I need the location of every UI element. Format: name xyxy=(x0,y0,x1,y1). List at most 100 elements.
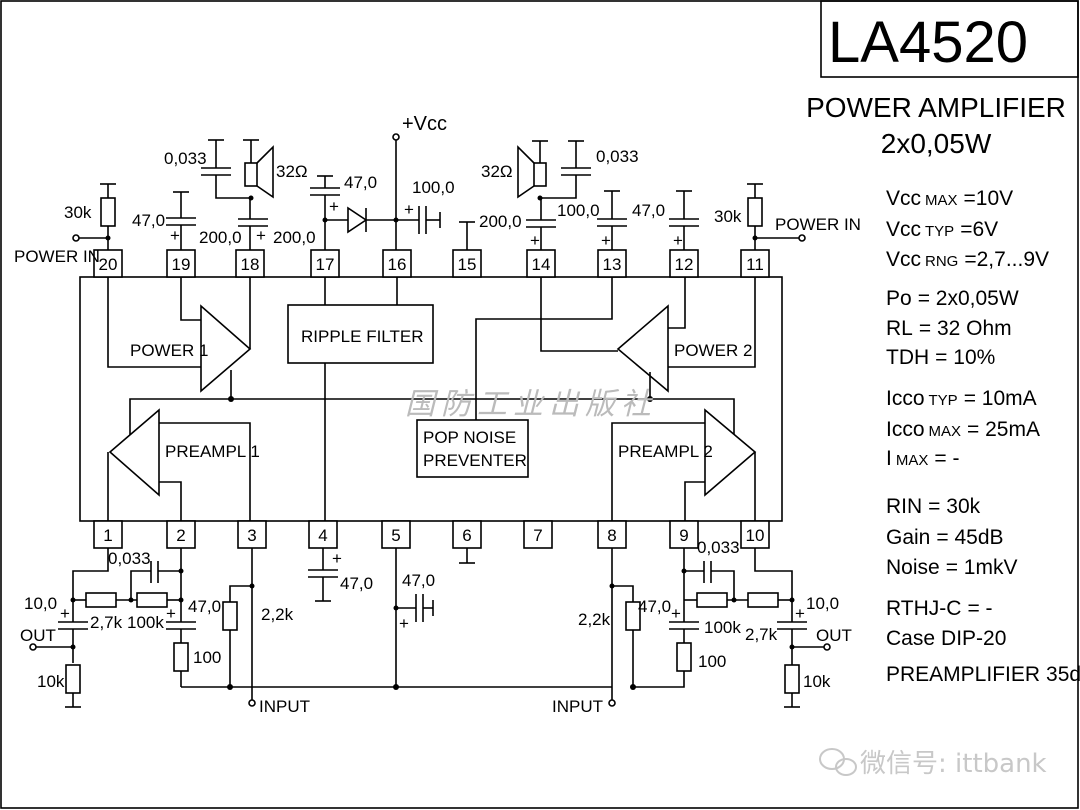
vcc-label: +Vcc xyxy=(402,113,447,135)
power2-amp-triangle xyxy=(616,304,669,393)
pin-number: 18 xyxy=(241,255,260,274)
spec-name: RIN xyxy=(886,495,922,518)
input-left-label: INPUT xyxy=(259,697,310,716)
pin-number: 2 xyxy=(176,526,185,545)
pin-box xyxy=(93,520,123,549)
publisher-watermark: 国防工业出版社 xyxy=(405,387,657,422)
internal-wiring xyxy=(107,277,757,521)
spec-name: Case xyxy=(886,627,935,650)
c-0033-topright-label: 0,033 xyxy=(596,147,639,166)
resistor-100k-left xyxy=(136,592,168,608)
pin-box xyxy=(93,249,123,278)
polarity-marks-bottom: + + + + + + xyxy=(60,549,805,633)
svg-text:+: + xyxy=(399,614,409,633)
r-100k-left-label: 100k xyxy=(127,613,164,632)
spec-name: PREAMPLIFIER xyxy=(886,663,1040,686)
spec-line: Case DIP-20 xyxy=(886,627,1006,650)
power-in-right-label: POWER IN xyxy=(775,215,861,234)
resistor-100k-right xyxy=(696,592,728,608)
resistor-10k-right xyxy=(784,664,800,694)
r-100k-right-label: 100k xyxy=(704,618,741,637)
spec-value: = 30k xyxy=(928,495,980,518)
c-100-pin16-label: 100,0 xyxy=(412,178,455,197)
polarity-marks-top: + + + + + + + xyxy=(170,197,683,250)
pin-number: 3 xyxy=(247,526,256,545)
c-47-pin19-label: 47,0 xyxy=(132,211,165,230)
ripple-filter-block xyxy=(287,304,434,364)
pin-box xyxy=(308,520,338,549)
pin-number: 5 xyxy=(391,526,400,545)
spec-name: TDH xyxy=(886,346,929,369)
resistor-100-left xyxy=(173,642,189,672)
pin-box xyxy=(526,249,556,278)
c-200-pin14-label: 200,0 xyxy=(479,212,522,231)
spec-subscript: MAX xyxy=(925,192,958,209)
svg-text:+: + xyxy=(329,197,339,216)
pin-number: 17 xyxy=(316,255,335,274)
r-2k2-left-label: 2,2k xyxy=(261,605,294,624)
subtitle-line1: POWER AMPLIFIER xyxy=(806,92,1066,123)
c-10-right-label: 10,0 xyxy=(806,594,839,613)
spec-subscript: MAX xyxy=(929,423,962,440)
pin-number: 6 xyxy=(462,526,471,545)
r-100-right-label: 100 xyxy=(698,652,726,671)
pin-number: 19 xyxy=(172,255,191,274)
spec-name: Icco xyxy=(886,387,925,410)
spec-value: = 32 Ohm xyxy=(919,317,1012,340)
pin-number: 13 xyxy=(603,255,622,274)
spec-name: Po xyxy=(886,287,912,310)
preamp1-amp-triangle xyxy=(108,408,160,497)
spec-value: = 10mA xyxy=(964,387,1037,410)
r-30k-left-label: 30k xyxy=(64,203,92,222)
c-100-pin13-label: 100,0 xyxy=(557,201,600,220)
resistor-10k-left xyxy=(65,664,81,694)
resistor-2k7-left xyxy=(85,592,117,608)
svg-text:+: + xyxy=(60,604,70,623)
spec-value: = 25mA xyxy=(967,418,1040,441)
c-47-pin17-label: 47,0 xyxy=(344,173,377,192)
spec-value: = 45dB xyxy=(936,526,1003,549)
c-47-pin12-label: 47,0 xyxy=(632,201,665,220)
pin-box xyxy=(523,520,553,549)
r-100-left-label: 100 xyxy=(193,648,221,667)
spec-subscript: RNG xyxy=(925,253,958,270)
wechat-logo-icon xyxy=(819,748,857,776)
input-right-label: INPUT xyxy=(552,697,603,716)
pop-noise-block xyxy=(416,419,529,478)
spec-line: RIN = 30k xyxy=(886,495,981,518)
r-10k-left-label: 10k xyxy=(37,672,65,691)
svg-text:+: + xyxy=(795,604,805,623)
c-47-pin9-label: 47,0 xyxy=(638,597,671,616)
c-47-pin4-label: 47,0 xyxy=(340,574,373,593)
wechat-watermark: 微信号: ittbank xyxy=(860,749,1047,779)
resistor-2k7-right xyxy=(747,592,779,608)
spk-right-label: 32Ω xyxy=(481,162,513,181)
power1-amp-triangle xyxy=(200,304,252,393)
svg-text:+: + xyxy=(673,231,683,250)
chip-title: LA4520 xyxy=(828,10,1028,75)
spec-value: =2,7...9V xyxy=(964,248,1049,271)
out-right-label: OUT xyxy=(816,626,852,645)
pop-noise-label-2: PREVENTER xyxy=(423,451,527,470)
svg-text:+: + xyxy=(166,604,176,623)
spec-value: 35dB xyxy=(1046,663,1080,686)
c-10-left-label: 10,0 xyxy=(24,594,57,613)
ic-body xyxy=(79,276,783,522)
r-2k7-right-label: 2,7k xyxy=(745,625,778,644)
spk-left-label: 32Ω xyxy=(276,162,308,181)
spec-name: RL xyxy=(886,317,913,340)
power2-label: POWER 2 xyxy=(674,341,752,360)
spec-subscript: TYP xyxy=(925,223,954,240)
r-30k-right-label: 30k xyxy=(714,207,742,226)
preamp2-amp-triangle xyxy=(704,408,757,497)
diode xyxy=(347,206,368,234)
spec-value: DIP-20 xyxy=(941,627,1006,650)
title-box xyxy=(820,0,1079,78)
spec-subscript: MAX xyxy=(896,452,929,469)
